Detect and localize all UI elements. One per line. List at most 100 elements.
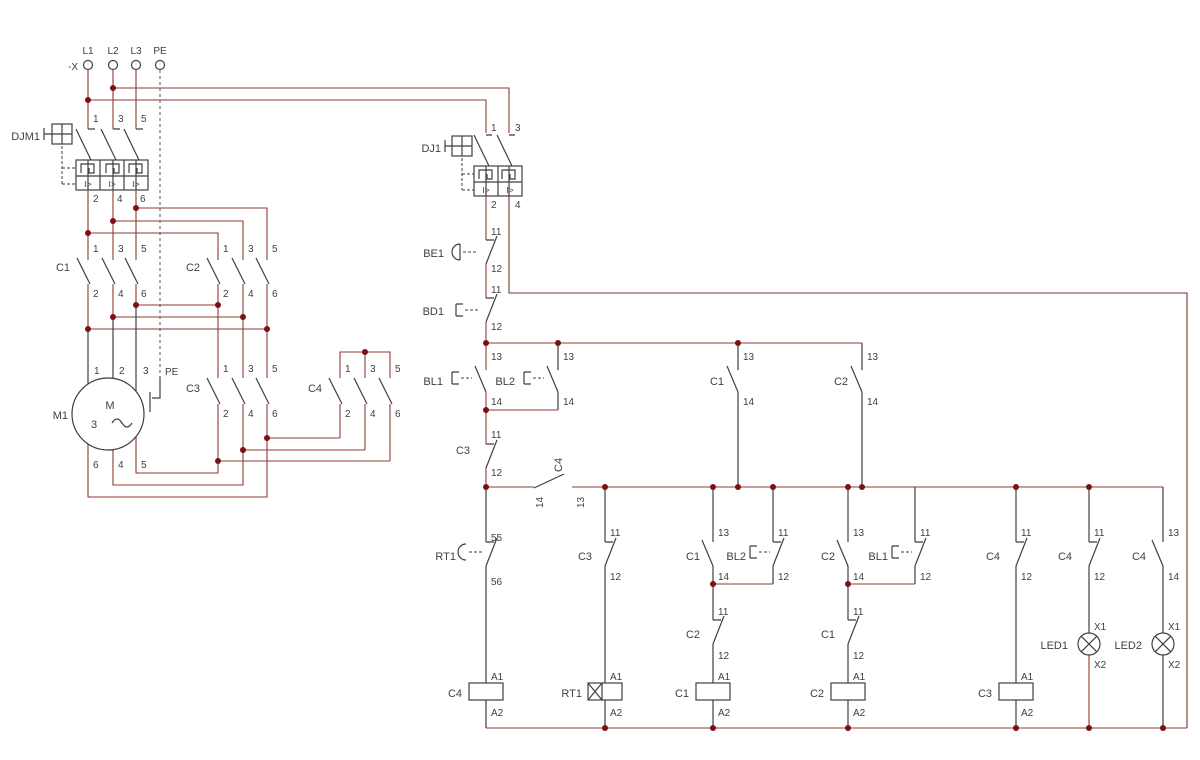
terminal-number: 1 <box>93 114 99 125</box>
terminal-number: 14 <box>535 496 546 508</box>
terminal-number: 3 <box>118 114 124 125</box>
button-bl1: BL1 13 14 <box>423 352 502 408</box>
terminal-number: A2 <box>853 708 866 719</box>
be1-label: BE1 <box>423 248 444 260</box>
c4-label: C4 <box>308 383 322 395</box>
terminal-number: 55 <box>491 533 503 544</box>
terminal-number: X1 <box>1094 622 1107 633</box>
led2-label: LED2 <box>1114 640 1142 652</box>
terminal-number: 14 <box>867 397 879 408</box>
contactor-c4-power: C4 1 3 5 2 4 6 <box>308 364 401 420</box>
c2-label: C2 <box>686 629 700 641</box>
terminal-number: 4 <box>118 289 124 300</box>
pushbutton-icon <box>749 545 757 559</box>
c4-label: C4 <box>553 458 565 472</box>
terminal-number: 11 <box>1094 528 1105 539</box>
contact-c2-no-hold: C2 13 14 <box>821 528 865 583</box>
contact-c4-nc-c3coil: C4 11 12 <box>986 528 1033 583</box>
c2-label: C2 <box>834 376 848 388</box>
terminal-number: 12 <box>920 572 932 583</box>
contact-c2-nc-interlock: C2 11 12 <box>686 607 730 662</box>
c1-label: C1 <box>675 688 689 700</box>
dj1-linkage <box>461 158 474 191</box>
power-wires <box>87 70 510 498</box>
bl1-label: BL1 <box>868 551 888 563</box>
c1-label: C1 <box>821 629 835 641</box>
terminal-number: 11 <box>491 430 502 441</box>
terminal-number: 12 <box>491 468 503 479</box>
terminal-number: 13 <box>853 528 865 539</box>
terminal-number: 12 <box>1094 572 1106 583</box>
terminal-number: A1 <box>491 672 504 683</box>
terminal-number: 11 <box>718 607 729 618</box>
phase-label: L2 <box>107 46 119 57</box>
pushbutton-icon <box>451 371 459 385</box>
terminal-number: X1 <box>1168 622 1181 633</box>
terminal-number: 6 <box>272 289 278 300</box>
coil-box <box>468 682 504 701</box>
ac-symbol <box>111 418 133 428</box>
terminal-number: A1 <box>853 672 866 683</box>
coil-box <box>587 682 623 701</box>
terminal-number: 11 <box>1021 528 1032 539</box>
trip-symbol: I> <box>506 185 513 195</box>
terminal-number: 1 <box>93 244 99 255</box>
bl2-label: BL2 <box>495 376 515 388</box>
terminal-number: 1 <box>94 366 100 377</box>
pushbutton-icon <box>523 371 531 385</box>
terminal-number: 5 <box>141 244 147 255</box>
terminal-number: 12 <box>1021 572 1033 583</box>
terminal-number: 2 <box>223 289 229 300</box>
terminal-number: A1 <box>718 672 731 683</box>
junction-dots <box>85 85 1166 731</box>
terminal-number: 14 <box>563 397 575 408</box>
terminal-number: 3 <box>248 244 254 255</box>
neutral-run <box>508 196 1188 728</box>
terminal-number: 6 <box>272 409 278 420</box>
control-wires <box>87 196 1188 729</box>
terminal-number: 3 <box>143 366 149 377</box>
terminal-number: 12 <box>778 572 790 583</box>
c3-label: C3 <box>456 445 470 457</box>
c4-label: C4 <box>986 551 1000 563</box>
contact-bl2-nc: BL2 11 12 <box>726 528 789 583</box>
c2-label: C2 <box>810 688 824 700</box>
terminal-number: 1 <box>223 364 229 375</box>
button-bl2: BL2 13 14 <box>495 352 574 408</box>
terminal-number: 13 <box>743 352 755 363</box>
phase-label: L1 <box>82 46 94 57</box>
contact-c2-latch: C2 13 14 <box>834 352 879 408</box>
lamp-led1: LED1 X1 X2 <box>1040 622 1106 671</box>
contact-c4-no-rail: C4 14 13 <box>533 458 587 508</box>
terminal-number: 14 <box>491 397 503 408</box>
terminal-number: 13 <box>563 352 575 363</box>
coil-c2: C2 A1 A2 <box>810 672 866 719</box>
pushbutton-icon <box>891 545 899 559</box>
trip-symbol: I> <box>132 179 139 189</box>
contact-c3-nc-column: C3 11 12 <box>456 430 503 479</box>
contact-c3-nc-rt1-branch: C3 11 12 <box>578 528 622 583</box>
c2-label: C2 <box>186 262 200 274</box>
terminal-number: A2 <box>1021 708 1034 719</box>
trip-symbol: I> <box>84 179 91 189</box>
terminal-number: A2 <box>718 708 731 719</box>
terminal-number: 13 <box>491 352 503 363</box>
contact-c1-no-hold: C1 13 14 <box>686 528 730 583</box>
contact-c1-nc-interlock: C1 11 12 <box>821 607 865 662</box>
coil-box <box>830 682 866 701</box>
motor-phase-count: 3 <box>91 419 97 431</box>
terminal-number: 6 <box>141 289 147 300</box>
bl2-label: BL2 <box>726 551 746 563</box>
bd1-label: BD1 <box>423 306 444 318</box>
contact-c4-nc-led1: C4 11 12 <box>1058 528 1106 583</box>
c3-label: C3 <box>186 383 200 395</box>
terminal-number: 4 <box>248 289 254 300</box>
terminal-number: 12 <box>610 572 622 583</box>
terminal-number: 6 <box>93 460 99 471</box>
terminal-number: 4 <box>118 460 124 471</box>
c4-label: C4 <box>1132 551 1146 563</box>
dj1-label: DJ1 <box>421 143 441 155</box>
terminal-number: 14 <box>718 572 730 583</box>
contactor-c2-power: C2 1 3 5 2 4 6 <box>186 244 278 300</box>
